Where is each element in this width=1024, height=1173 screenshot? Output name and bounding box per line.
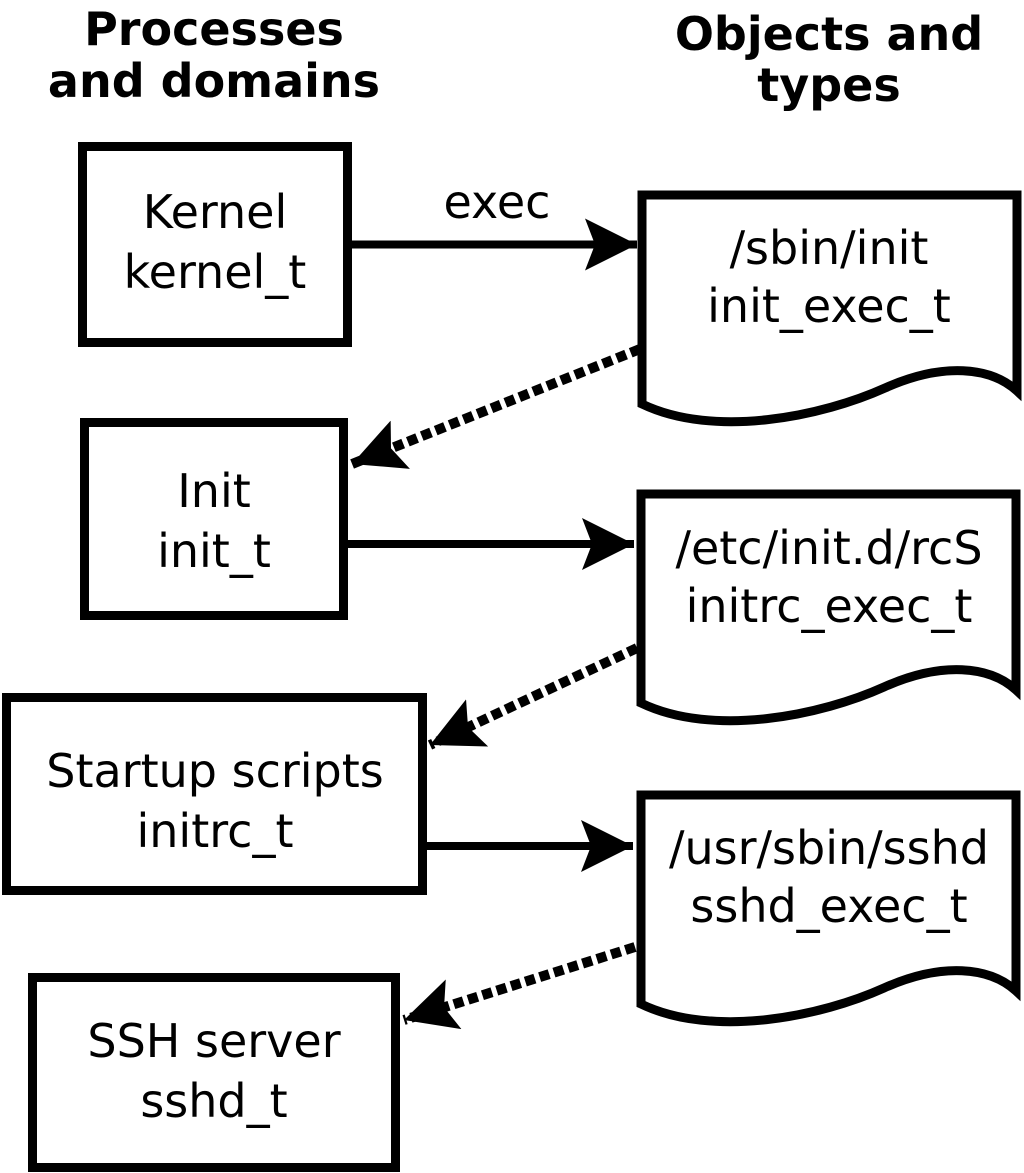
transition-arrow-to-init bbox=[350, 344, 642, 469]
box-rect-init bbox=[80, 418, 348, 620]
exec-arrows: exec bbox=[348, 175, 637, 872]
object-path-sbin-init: /sbin/init bbox=[730, 221, 929, 275]
object-doc-sbin-init: /sbin/init init_exec_t bbox=[637, 190, 1022, 427]
box-rect-startup-scripts bbox=[2, 693, 427, 895]
header-processes-line1: Processes bbox=[84, 2, 344, 56]
process-domain-startup-scripts: initrc_t bbox=[137, 804, 294, 858]
object-type-etc-init-d-rcs: initrc_exec_t bbox=[686, 579, 973, 633]
process-name-kernel: Kernel bbox=[143, 185, 288, 239]
process-domain-init: init_t bbox=[157, 524, 271, 578]
header-objects-line2: types bbox=[757, 58, 900, 112]
process-box-ssh-server: SSH server sshd_t bbox=[28, 973, 400, 1172]
process-domain-ssh-server: sshd_t bbox=[140, 1074, 287, 1128]
process-box-init: Init init_t bbox=[80, 418, 348, 620]
transition-arrow-to-initrc bbox=[427, 643, 640, 750]
object-type-usr-sbin-sshd: sshd_exec_t bbox=[690, 879, 967, 933]
object-doc-usr-sbin-sshd: /usr/sbin/sshd sshd_exec_t bbox=[636, 790, 1021, 1027]
process-name-init: Init bbox=[177, 464, 251, 518]
process-box-startup-scripts: Startup scripts initrc_t bbox=[2, 693, 427, 895]
box-rect-kernel bbox=[78, 142, 352, 347]
transition-arrow-to-sshd bbox=[402, 942, 637, 1030]
object-path-usr-sbin-sshd: /usr/sbin/sshd bbox=[669, 821, 989, 875]
box-rect-ssh-server bbox=[28, 973, 400, 1172]
object-type-sbin-init: init_exec_t bbox=[707, 279, 951, 333]
process-box-kernel: Kernel kernel_t bbox=[78, 142, 352, 347]
document-shape-sbin-init bbox=[637, 190, 1022, 427]
header-objects-line1: Objects and bbox=[675, 7, 983, 61]
column-headers: Processes and domains Objects and types bbox=[48, 2, 983, 112]
exec-label: exec bbox=[444, 175, 551, 229]
header-processes-line2: and domains bbox=[48, 54, 380, 108]
object-path-etc-init-d-rcs: /etc/init.d/rcS bbox=[675, 521, 982, 575]
process-name-ssh-server: SSH server bbox=[87, 1014, 340, 1068]
object-doc-etc-init-d-rcs: /etc/init.d/rcS initrc_exec_t bbox=[636, 489, 1021, 726]
transition-arrows bbox=[350, 344, 642, 1030]
document-shape-usr-sbin-sshd bbox=[636, 790, 1021, 1027]
process-domain-kernel: kernel_t bbox=[124, 245, 307, 299]
process-name-startup-scripts: Startup scripts bbox=[46, 744, 384, 798]
document-shape-etc-init-d-rcs bbox=[636, 489, 1021, 726]
